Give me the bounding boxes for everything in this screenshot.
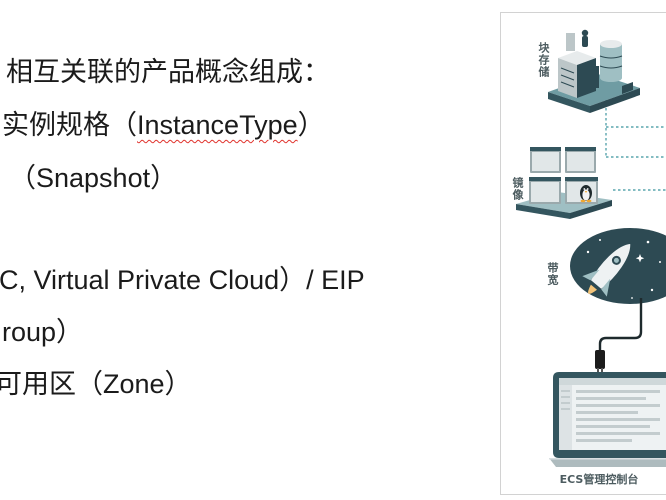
console-screen-rows [561, 390, 660, 442]
linux-penguin-icon [580, 185, 592, 203]
slide-text-box[interactable]: 相互关联的产品概念组成： 实例规格（InstanceType） （Snapsho… [0, 0, 480, 500]
text-line-instance-type: 实例规格（InstanceType） [2, 109, 325, 141]
bandwidth-label: 带宽 [546, 262, 559, 286]
rocket-icon [570, 228, 666, 304]
text-line-zone: 可用区（Zone） [0, 369, 192, 399]
image-label: 镜像 [511, 177, 524, 201]
ecs-console-label: ECS管理控制台 [559, 473, 639, 486]
text-line-vpc-eip: C, Virtual Private Cloud）/ EIP [0, 265, 365, 295]
block-storage-label: 块存储 [537, 42, 550, 78]
plug-icon [595, 298, 643, 372]
line-text-prefix: 实例规格（ [2, 110, 137, 140]
connector-lines [605, 98, 666, 191]
block-storage-icon [548, 29, 640, 113]
monitor-icon [549, 372, 666, 467]
ecs-architecture-diagram[interactable]: 块存储 镜像 带宽 ECS管理控制台 [500, 12, 666, 495]
diagram-art [516, 29, 666, 467]
window-panes [529, 147, 598, 204]
line-text-suffix: ） [297, 110, 325, 140]
text-line-snapshot: （Snapshot） [9, 163, 178, 193]
text-line-concepts: 相互关联的产品概念组成： [6, 57, 330, 87]
text-line-security-group: roup） [2, 317, 84, 347]
spellcheck-flagged-word: InstanceType [137, 110, 298, 140]
image-windows-icon [516, 147, 612, 219]
